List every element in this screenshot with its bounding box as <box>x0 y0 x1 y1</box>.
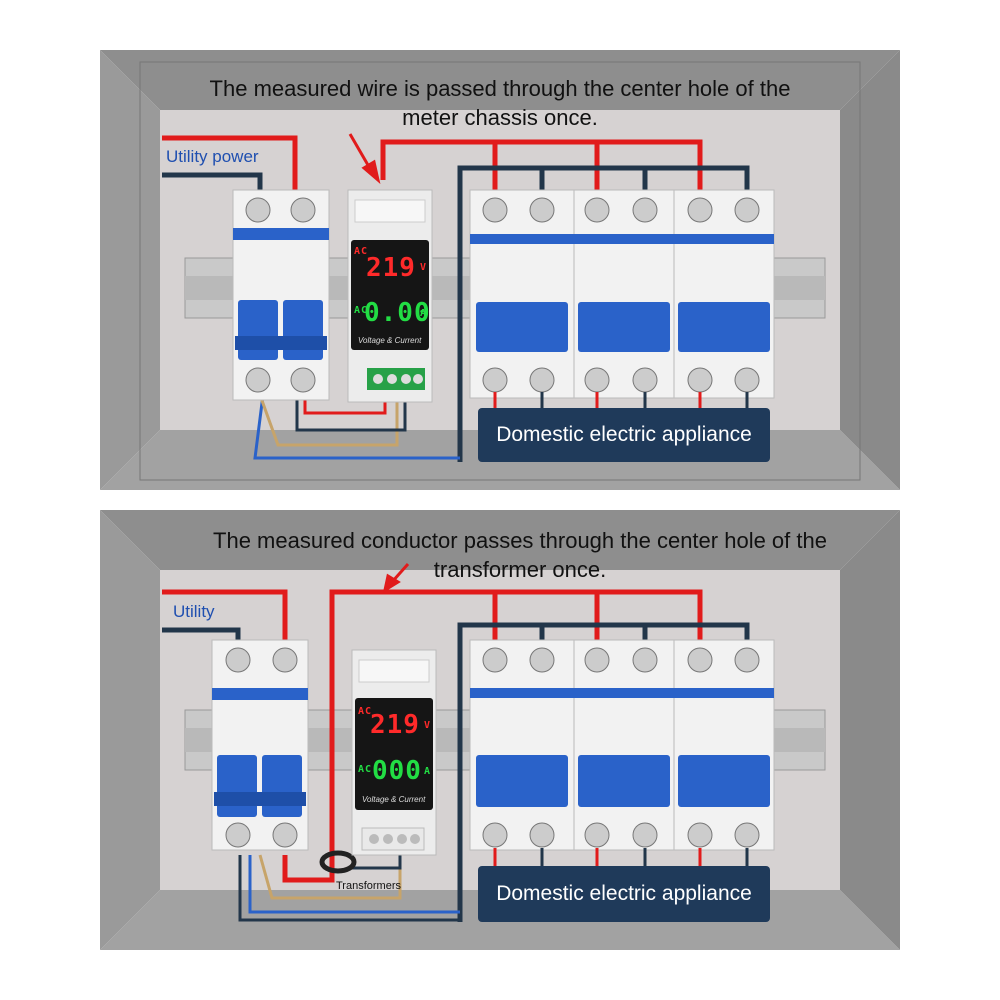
current-readout: 000 <box>372 756 422 786</box>
meter-ac-label: AC <box>354 246 369 257</box>
meter-brand: Voltage & Current <box>358 336 422 345</box>
appliance-box: Domestic electric appliance <box>478 866 770 922</box>
meter-ac-label: AC <box>358 706 373 717</box>
panel-graphic <box>100 50 900 490</box>
diagram-panel-chassis: The measured wire is passed through the … <box>100 50 900 490</box>
source-label: Utility power <box>166 147 259 166</box>
appliance-box: Domestic electric appliance <box>478 408 770 462</box>
transformer-label: Transformers <box>336 880 401 892</box>
voltage-unit: V <box>420 262 428 273</box>
main-breaker <box>232 189 330 401</box>
voltage-readout: 219 <box>370 710 420 740</box>
meter-ac-label-2: AC <box>354 305 369 316</box>
panel-caption: The measured conductor passes through th… <box>180 526 860 584</box>
diagram-panel-transformer: The measured conductor passes through th… <box>100 510 900 950</box>
current-readout: 0.00 <box>364 298 431 328</box>
caption-line-2: transformer once. <box>433 557 607 582</box>
branch-breakers <box>469 189 775 399</box>
meter-body <box>347 189 433 403</box>
meter-body <box>351 649 437 856</box>
caption-line-1: The measured wire is passed through the … <box>209 76 791 101</box>
caption-line-1: The measured conductor passes through th… <box>213 528 827 553</box>
source-label: Utility <box>173 602 215 621</box>
voltage-readout: 219 <box>366 253 416 283</box>
meter-ac-label-2: AC <box>358 764 373 775</box>
caption-line-2: meter chassis once. <box>402 105 598 130</box>
panel-graphic <box>100 510 900 950</box>
current-unit: A <box>420 308 428 319</box>
meter-brand: Voltage & Current <box>362 795 426 804</box>
panel-caption: The measured wire is passed through the … <box>160 74 840 132</box>
main-breaker <box>211 639 309 851</box>
voltage-unit: V <box>424 720 432 731</box>
branch-breakers <box>469 639 775 851</box>
current-unit: A <box>424 766 432 777</box>
